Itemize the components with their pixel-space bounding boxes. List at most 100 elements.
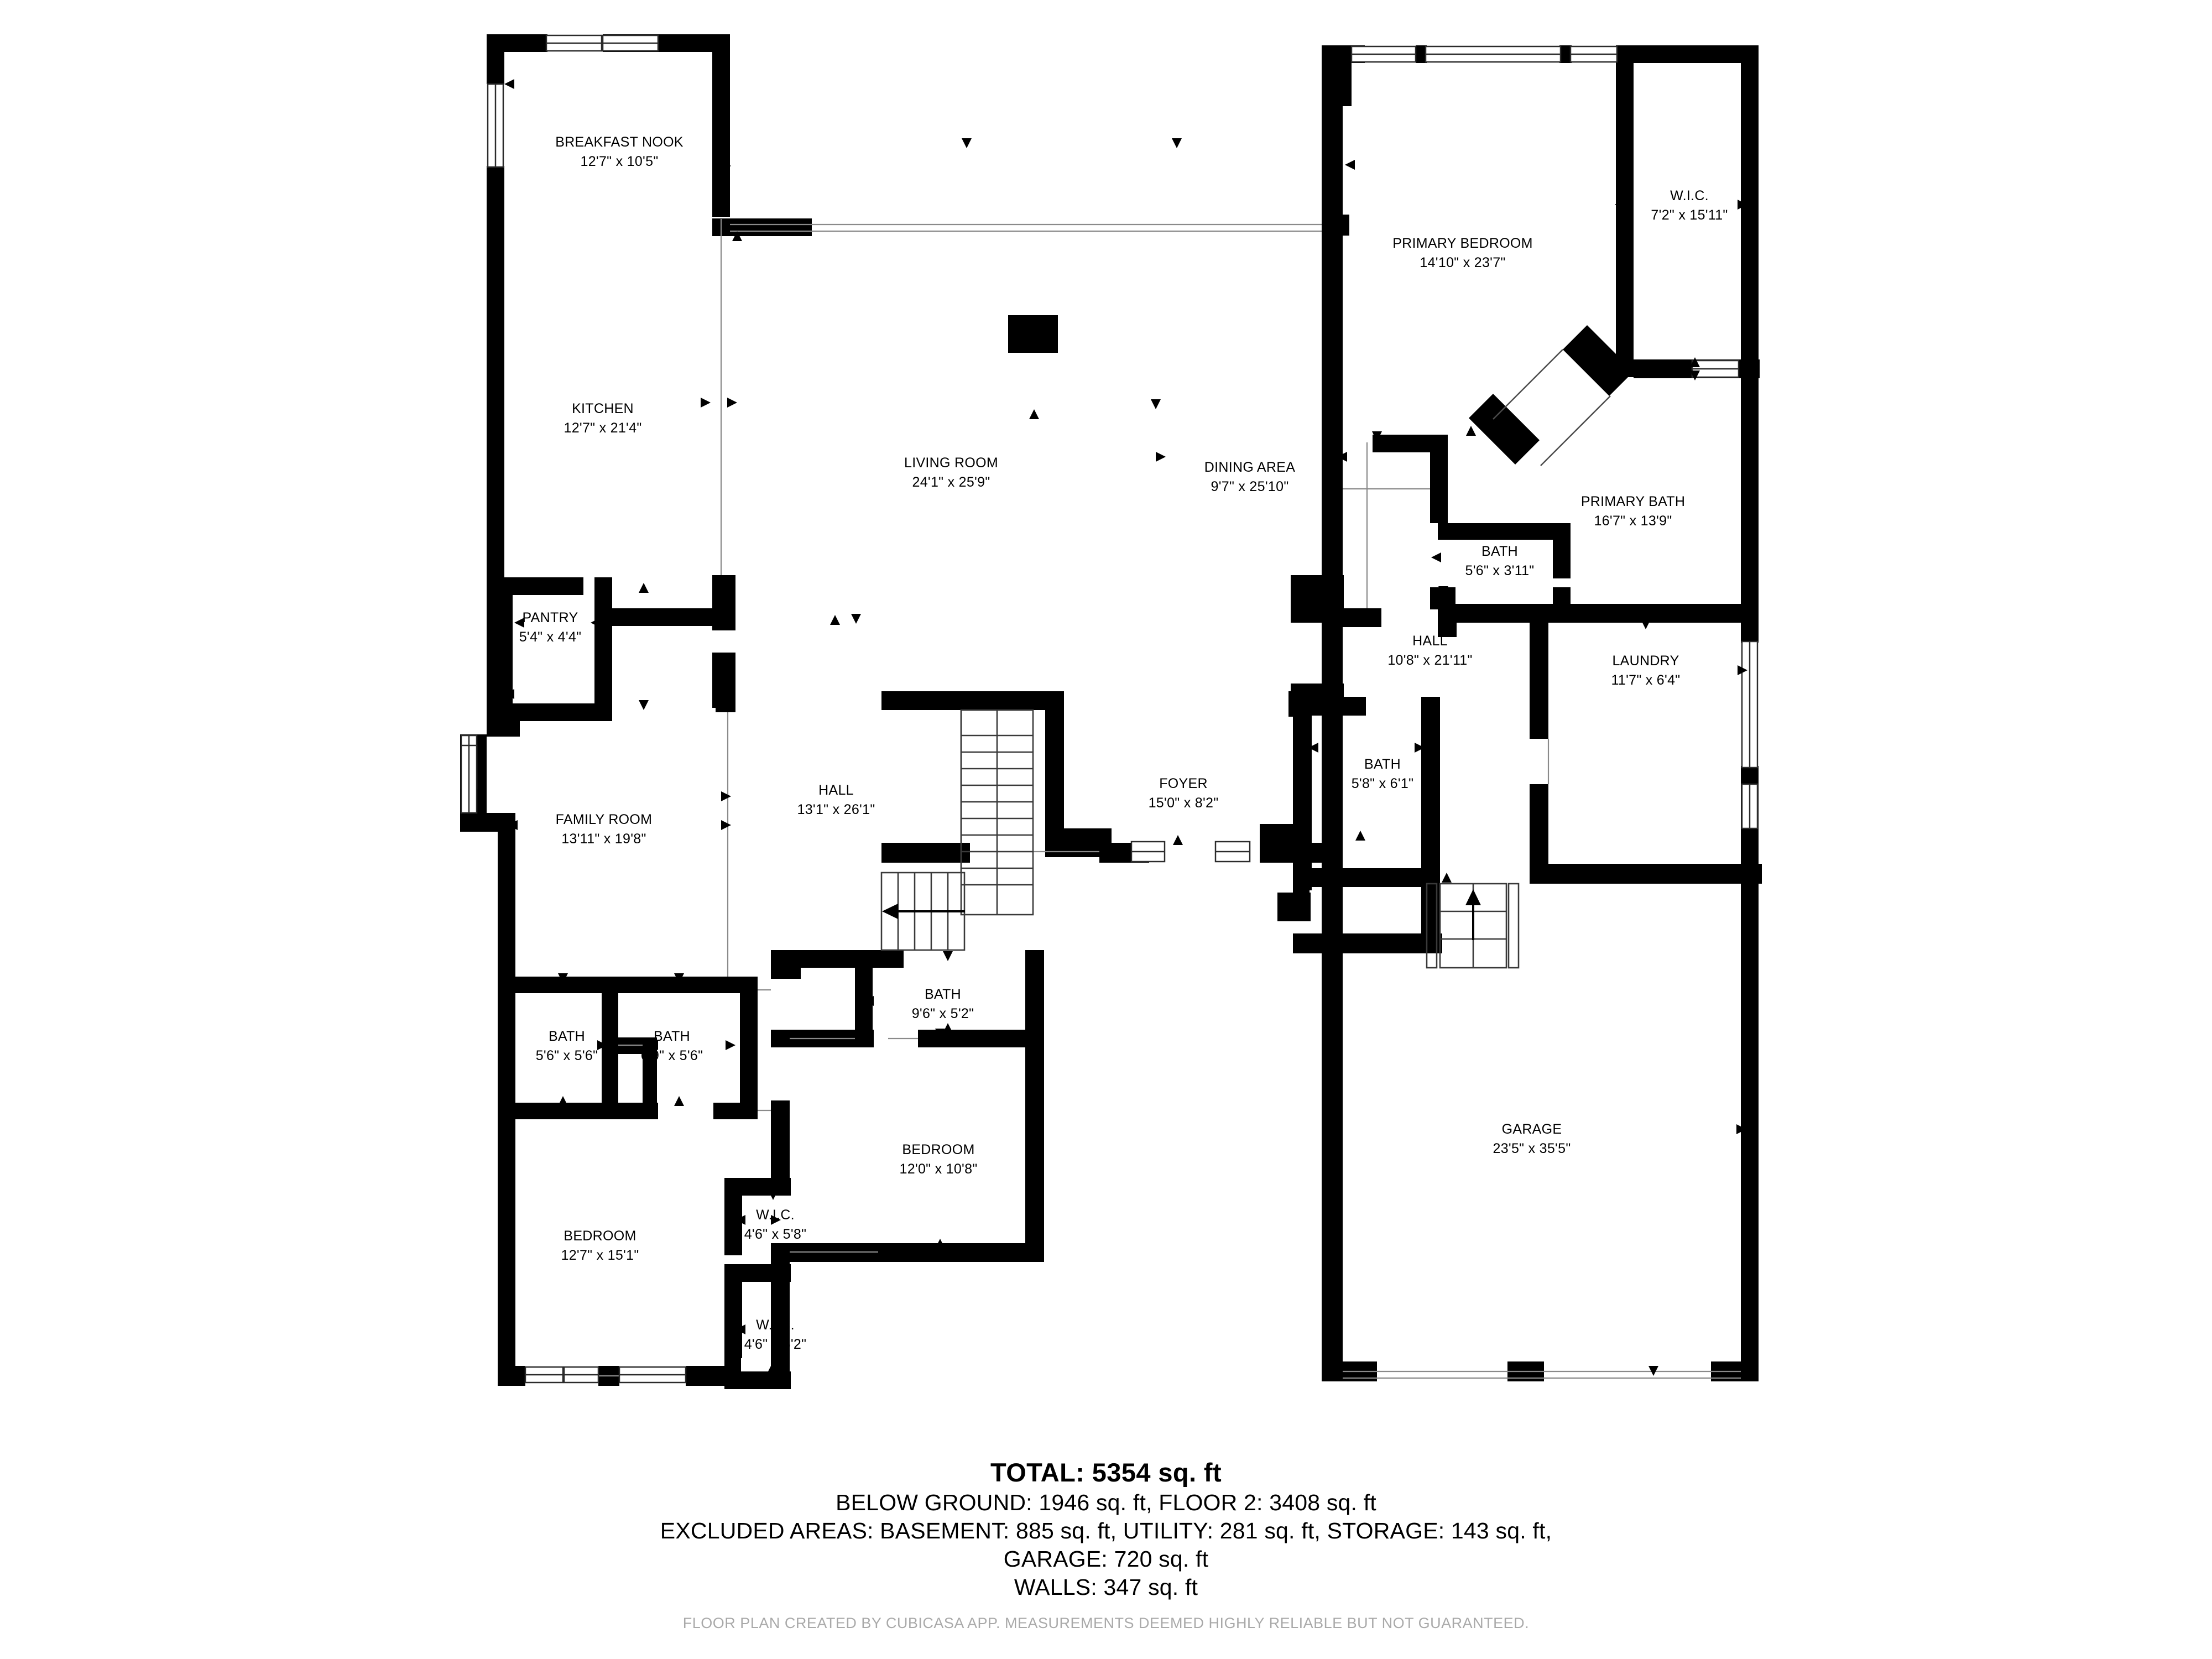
room-dimension: 9'7" x 25'10" <box>1211 479 1288 494</box>
room-dimension: 12'0" x 10'8" <box>899 1161 977 1177</box>
window-laundry-right <box>1741 783 1759 830</box>
door-foyer-left <box>1130 841 1166 863</box>
window-bedroom-left-1 <box>524 1366 564 1384</box>
garage-area-line: GARAGE: 720 sq. ft <box>1003 1546 1209 1572</box>
room-dimension: 15'0" x 8'2" <box>1149 795 1219 811</box>
room-name: GARAGE <box>1502 1121 1562 1137</box>
window-primary-top-2 <box>1425 45 1562 63</box>
room-name: HALL <box>818 782 854 798</box>
room-dimension: 11'7" x 6'4" <box>1611 672 1681 688</box>
window-nook-top-1 <box>545 34 603 52</box>
stair-garage-arrow <box>1465 889 1481 940</box>
window-layer <box>460 34 1759 1384</box>
room-dimension: 12'7" x 15'1" <box>561 1248 639 1263</box>
room-name: FOYER <box>1159 776 1208 791</box>
door-foyer-right <box>1214 841 1251 863</box>
room-dimension: 16'7" x 13'9" <box>1594 513 1672 529</box>
room-label-hall-right: HALL 10'8" x 21'11" <box>1387 633 1472 668</box>
room-name: BEDROOM <box>564 1228 636 1244</box>
room-label-bath-primary-small: BATH 5'6" x 3'11" <box>1465 544 1535 578</box>
window-nook-top-2 <box>602 34 659 52</box>
room-name: BATH <box>1364 757 1401 772</box>
window-primary-top-3 <box>1569 45 1618 63</box>
summary-block: TOTAL: 5354 sq. ft BELOW GROUND: 1946 sq… <box>0 1457 2212 1600</box>
room-label-bath-foyer: BATH 5'8" x 6'1" <box>1352 757 1414 791</box>
room-label-kitchen: KITCHEN 12'7" x 21'4" <box>564 401 641 436</box>
room-name: LAUNDRY <box>1612 653 1679 669</box>
room-name: KITCHEN <box>572 401 634 416</box>
room-label-hall-left: HALL 13'1" x 26'1" <box>797 782 875 817</box>
room-label-bath-left-b: BATH 6'9" x 5'6" <box>641 1029 703 1063</box>
room-name: BREAKFAST NOOK <box>555 134 684 150</box>
room-dimension: 5'4" x 4'4" <box>519 629 582 645</box>
dimension-markers <box>504 79 1747 1376</box>
walls-area-line: WALLS: 347 sq. ft <box>1014 1574 1198 1600</box>
disclaimer-block: FLOOR PLAN CREATED BY CUBICASA APP. MEAS… <box>0 1615 2212 1632</box>
room-dimension: 9'6" x 5'2" <box>912 1006 974 1021</box>
room-dimension: 5'8" x 6'1" <box>1352 776 1414 791</box>
room-name: HALL <box>1412 633 1448 649</box>
disclaimer-text: FLOOR PLAN CREATED BY CUBICASA APP. MEAS… <box>682 1615 1530 1631</box>
window-primary-top-1 <box>1350 45 1417 63</box>
room-dimension: 13'11" x 19'8" <box>561 831 646 847</box>
room-dimension: 12'7" x 21'4" <box>564 420 641 436</box>
room-name: BATH <box>1481 544 1518 559</box>
window-bedroom-left-3 <box>618 1366 687 1384</box>
room-name: PANTRY <box>523 610 578 625</box>
room-dimension: 4'6" x 5'2" <box>744 1337 807 1352</box>
room-label-bath-center: BATH 9'6" x 5'2" <box>912 987 974 1021</box>
excluded-areas-line: EXCLUDED AREAS: BASEMENT: 885 sq. ft, UT… <box>660 1518 1552 1543</box>
room-name: PRIMARY BEDROOM <box>1392 236 1533 251</box>
window-primary-bath-right <box>1741 640 1759 769</box>
room-label-primary-bedroom: PRIMARY BEDROOM 14'10" x 23'7" <box>1392 236 1533 270</box>
room-name: BATH <box>549 1029 585 1044</box>
window-nook-left <box>487 83 504 168</box>
room-label-garage: GARAGE 23'5" x 35'5" <box>1493 1121 1571 1156</box>
window-family-2 <box>460 744 478 814</box>
room-dimension: 5'6" x 3'11" <box>1465 563 1535 578</box>
room-dimension: 10'8" x 21'11" <box>1387 653 1472 668</box>
wall-layer <box>460 34 1762 1389</box>
room-label-wic-lower: W.I.C. 4'6" x 5'2" <box>744 1317 807 1352</box>
room-name: DINING AREA <box>1204 460 1295 475</box>
door-wic-primary <box>1691 359 1740 378</box>
room-name: FAMILY ROOM <box>556 812 653 827</box>
room-label-family-room: FAMILY ROOM 13'11" x 19'8" <box>556 812 653 847</box>
room-label-bedroom-center: BEDROOM 12'0" x 10'8" <box>899 1142 977 1177</box>
room-name: BEDROOM <box>902 1142 974 1157</box>
window-bedroom-left-2 <box>563 1366 599 1384</box>
room-dimension: 24'1" x 25'9" <box>912 474 990 490</box>
room-name: BATH <box>654 1029 690 1044</box>
room-name: PRIMARY BATH <box>1581 494 1685 509</box>
room-dimension: 5'6" x 5'6" <box>536 1048 598 1063</box>
stair-direction-arrow <box>882 904 965 919</box>
room-name: BATH <box>925 987 961 1002</box>
room-label-foyer: FOYER 15'0" x 8'2" <box>1149 776 1219 811</box>
room-dimension: 23'5" x 35'5" <box>1493 1141 1571 1156</box>
room-label-wic-primary: W.I.C.7'2" x 15'11" <box>1651 188 1728 223</box>
room-dimension: 6'9" x 5'6" <box>641 1048 703 1063</box>
total-area-line: TOTAL: 5354 sq. ft <box>990 1458 1222 1487</box>
room-label-living-room: LIVING ROOM 24'1" x 25'9" <box>904 455 998 490</box>
room-dimension: 7'2" x 15'11" <box>1651 207 1728 223</box>
room-dimension: 13'1" x 26'1" <box>797 802 875 817</box>
room-label-pantry: PANTRY 5'4" x 4'4" <box>519 610 582 645</box>
stairs-main[interactable] <box>880 709 1034 951</box>
below-ground-line: BELOW GROUND: 1946 sq. ft, FLOOR 2: 3408… <box>836 1490 1376 1515</box>
room-label-bedroom-left: BEDROOM 12'7" x 15'1" <box>561 1228 639 1263</box>
room-label-bath-left-a: BATH 5'6" x 5'6" <box>536 1029 598 1063</box>
room-label-dining-area: DINING AREA 9'7" x 25'10" <box>1204 460 1295 494</box>
room-name: W.I.C. <box>756 1207 795 1223</box>
room-label-wic-upper: W.I.C. 4'6" x 5'8" <box>744 1207 807 1242</box>
opening-line-layer <box>525 219 1741 1379</box>
room-name: W.I.C. <box>756 1317 795 1333</box>
room-label-primary-bath: PRIMARY BATH 16'7" x 13'9" <box>1581 494 1685 529</box>
stairs-garage[interactable] <box>1426 883 1520 969</box>
room-dimension: 4'6" x 5'8" <box>744 1227 807 1242</box>
room-dimension: 14'10" x 23'7" <box>1420 255 1505 270</box>
room-name: LIVING ROOM <box>904 455 998 471</box>
